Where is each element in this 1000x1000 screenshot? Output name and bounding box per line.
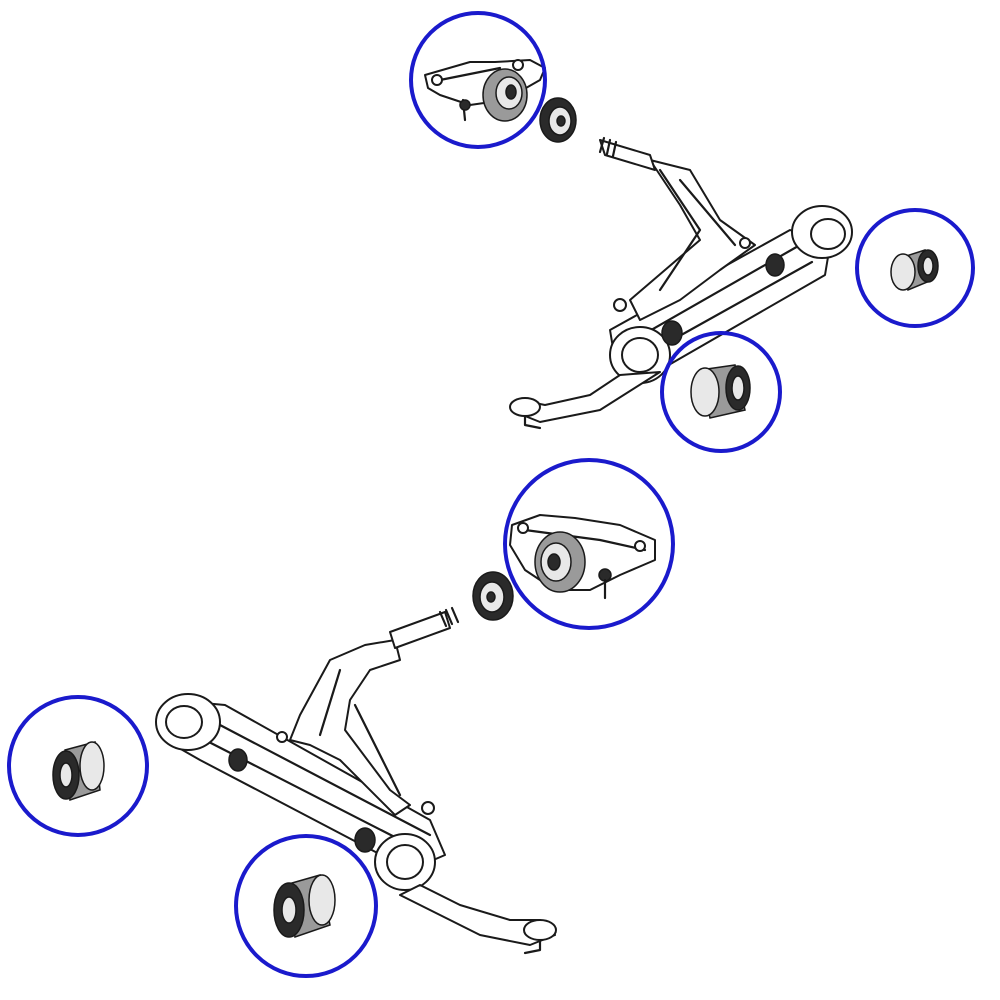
upper-end-bushing-ring [855,208,975,328]
upper-end-bushing [890,249,939,292]
upper-front-bushing-ring [660,331,782,453]
upper-control-arm-assembly [509,97,853,430]
highlight-rings [7,11,975,978]
lower-rear-bushing-ring [503,458,675,630]
lower-front-bushing [273,874,336,938]
lower-end-bushing [52,741,105,802]
upper-front-bushing [690,364,751,419]
upper-loose-washer-bushing [539,97,577,143]
lower-control-arm [155,606,557,955]
upper-rear-bushing-bracket [424,59,546,122]
lower-rear-bushing-bracket [509,514,656,600]
upper-control-arm [509,136,853,430]
lower-control-arm-assembly [155,571,557,955]
upper-rear-bushing-ring [409,11,547,149]
lower-front-bushing-ring [234,834,378,978]
lower-end-bushing-ring [7,695,149,837]
lower-loose-washer-bushing [472,571,514,621]
